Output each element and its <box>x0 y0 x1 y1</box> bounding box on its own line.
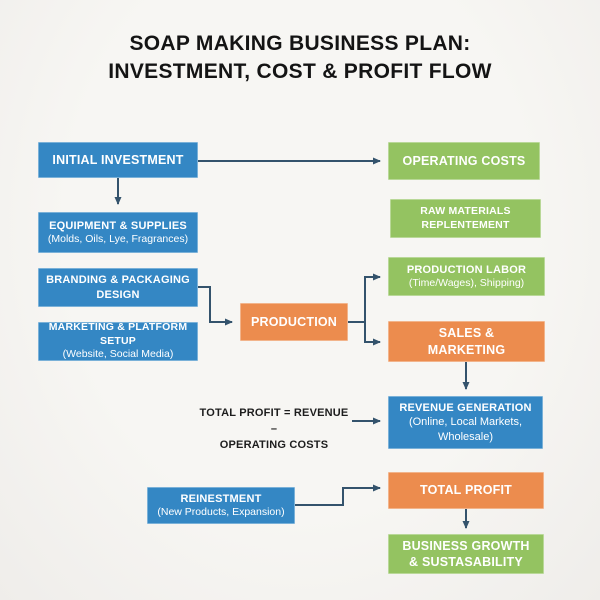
node-sublabel: (Online, Local Markets, <box>408 416 523 429</box>
node-label: EQUIPMENT & SUPPLIES <box>49 219 187 232</box>
node-label: BUSINESS GROWTH <box>402 538 530 553</box>
node-reinvestment: REINESTMENT (New Products, Expansion) <box>147 487 295 524</box>
node-operating-costs: OPERATING COSTS <box>388 142 540 180</box>
node-production-labor: PRODUCTION LABOR (Time/Wages), Shipping) <box>388 257 545 296</box>
node-sublabel: Wholesale) <box>437 430 494 443</box>
annotation-line-1: TOTAL PROFIT = REVENUE – <box>199 407 349 435</box>
node-sublabel: (Website, Social Media) <box>62 348 174 361</box>
node-label: MARKETING & PLATFORM SETUP <box>48 321 188 347</box>
node-sales-marketing: SALES & MARKETING <box>388 321 545 362</box>
edge-production-to-production-labor <box>364 273 381 322</box>
node-business-growth-sustainability: BUSINESS GROWTH & SUSTASABILITY <box>388 534 544 574</box>
edge-production-to-sales-marketing <box>364 322 381 346</box>
node-label: REPLENTEMENT <box>421 218 510 231</box>
node-sublabel: (Time/Wages), Shipping) <box>408 276 525 289</box>
annotation-line-2: OPERATING COSTS <box>219 438 329 451</box>
node-marketing-platform-setup: MARKETING & PLATFORM SETUP (Website, Soc… <box>38 321 198 361</box>
node-raw-materials-replenishment: RAW MATERIALS REPLENTEMENT <box>390 199 541 238</box>
node-label: & SUSTASABILITY <box>409 555 523 569</box>
node-label: PRODUCTION <box>250 314 338 329</box>
node-sublabel: (Molds, Oils, Lye, Fragrances) <box>47 232 189 245</box>
page-title-line-1: SOAP MAKING BUSINESS PLAN: <box>129 32 471 55</box>
page-title-line-2: INVESTMENT, COST & PROFIT FLOW <box>108 59 492 83</box>
node-label: DESIGN <box>96 288 140 301</box>
node-branding-packaging-design: BRANDING & PACKAGING DESIGN <box>38 268 198 307</box>
node-equipment-supplies: EQUIPMENT & SUPPLIES (Molds, Oils, Lye, … <box>38 212 198 253</box>
page-title: SOAP MAKING BUSINESS PLAN: INVESTMENT, C… <box>0 30 600 86</box>
node-revenue-generation: REVENUE GENERATION (Online, Local Market… <box>388 396 543 449</box>
node-label: RAW MATERIALS <box>420 204 511 217</box>
node-production: PRODUCTION <box>240 303 348 341</box>
node-label: MARKETING <box>427 342 506 357</box>
node-total-profit: TOTAL PROFIT <box>388 472 544 509</box>
node-label: TOTAL PROFIT <box>420 483 512 498</box>
total-profit-formula-annotation: TOTAL PROFIT = REVENUE – OPERATING COSTS <box>196 406 352 454</box>
node-initial-investment: INITIAL INVESTMENT <box>38 142 198 178</box>
edge-reinvestment-to-total-profit <box>295 484 381 506</box>
node-label: PRODUCTION LABOR <box>406 263 527 276</box>
node-label: BRANDING & PACKAGING <box>46 274 190 287</box>
edge-branding-to-production <box>198 286 233 326</box>
node-label: REINESTMENT <box>180 492 262 505</box>
node-sublabel: (New Products, Expansion) <box>157 505 285 518</box>
node-label: SALES & <box>438 326 495 341</box>
node-label: OPERATING COSTS <box>402 153 526 168</box>
node-label: INITIAL INVESTMENT <box>52 152 184 167</box>
node-label: REVENUE GENERATION <box>399 402 532 415</box>
